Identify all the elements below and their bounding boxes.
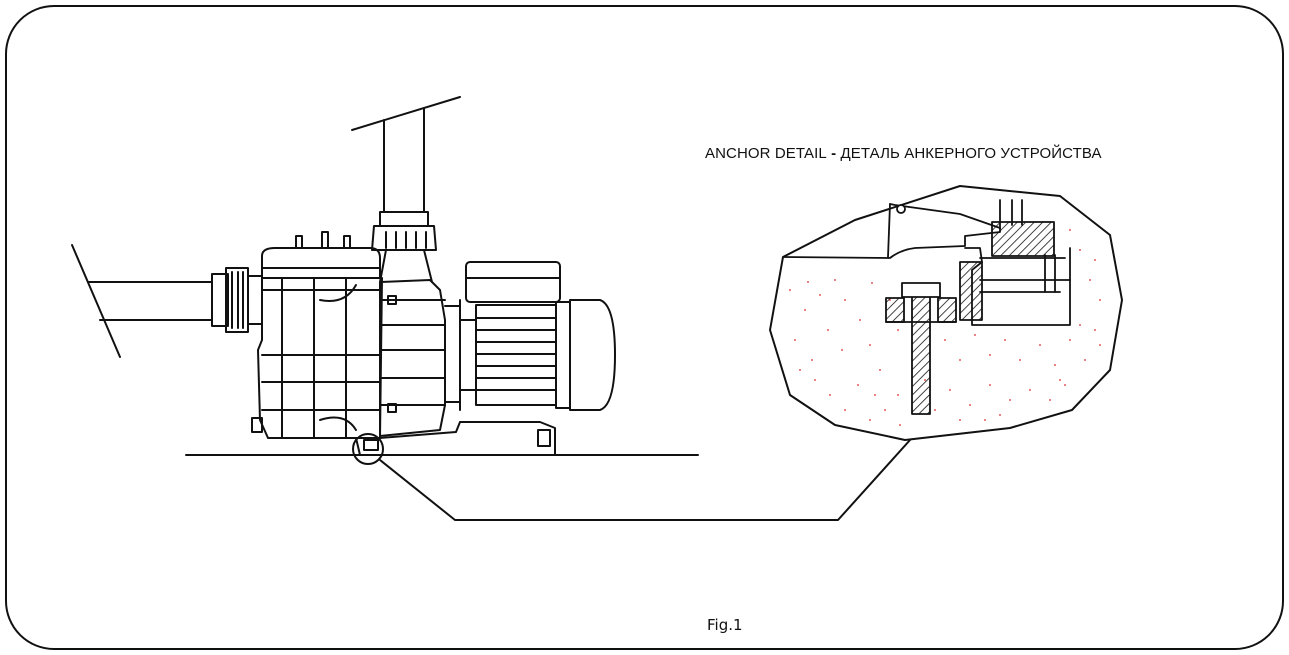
- pump-assembly: [71, 96, 911, 521]
- pump-volute: [379, 279, 461, 437]
- detail-marker-circle: [352, 433, 384, 465]
- concrete-fill: [789, 229, 1101, 426]
- anchor-detail-title-en: ANCHOR DETAIL: [705, 145, 827, 162]
- anchor-detail-title-ru: ДЕТАЛЬ АНКЕРНОГО УСТРОЙСТВА: [840, 145, 1102, 162]
- figure-border: [5, 5, 1284, 650]
- anchor-detail-title: ANCHOR DETAIL - ДЕТАЛЬ АНКЕРНОГО УСТРОЙС…: [705, 145, 1102, 162]
- outlet-pipe: [351, 96, 461, 283]
- detail-leader-line: [379, 439, 911, 521]
- anchor-bolt: [885, 282, 957, 415]
- anchor-detail: [769, 185, 1123, 441]
- strainer-housing: [251, 231, 383, 439]
- pump-base: [355, 421, 556, 456]
- figure-caption: Fig.1: [707, 616, 743, 634]
- anchor-detail-title-separator: -: [826, 145, 841, 162]
- motor: [459, 261, 616, 411]
- inlet-pipe: [71, 244, 263, 358]
